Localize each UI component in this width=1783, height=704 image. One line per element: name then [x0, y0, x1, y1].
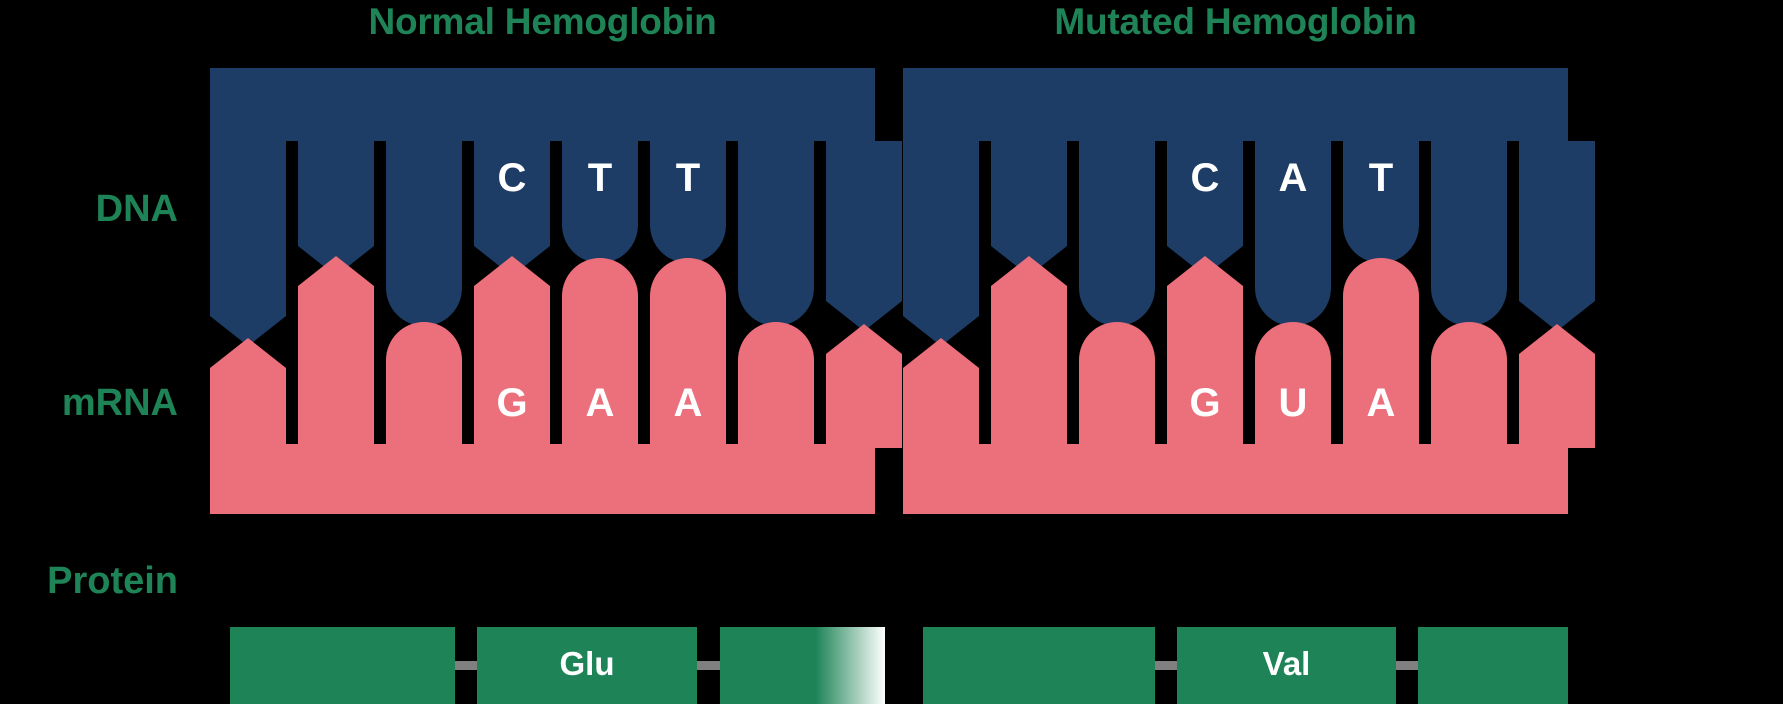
mrna-nucleotide-mutated-4 — [1255, 322, 1331, 448]
dna-nucleotide-normal-7 — [826, 141, 902, 331]
mrna-nucleotide-mutated-5 — [1343, 258, 1419, 448]
dna-nucleotide-mutated-7 — [1519, 141, 1595, 331]
panel-title-normal: Normal Hemoglobin — [368, 1, 717, 42]
row-label-mrna: mRNA — [61, 382, 178, 424]
amino-acid-box-normal-0 — [230, 627, 455, 704]
peptide-bond-mutated-0 — [1153, 661, 1179, 670]
mrna-nucleotide-normal-6 — [738, 322, 814, 448]
mrna-nucleotide-mutated-0 — [903, 338, 979, 448]
dna-nucleotide-mutated-0 — [903, 141, 979, 346]
mrna-backbone-normal — [210, 444, 875, 514]
mrna-backbone-mutated — [903, 444, 1568, 514]
mrna-nucleotide-mutated-6 — [1431, 322, 1507, 448]
amino-acid-val: Val — [1177, 627, 1396, 704]
mrna-nucleotide-normal-3 — [474, 256, 550, 448]
dna-nucleotide-mutated-4 — [1255, 141, 1331, 326]
peptide-bond-normal-0 — [455, 661, 480, 670]
dna-nucleotide-normal-1 — [298, 141, 374, 276]
mrna-nucleotide-normal-7 — [826, 324, 902, 448]
dna-nucleotide-mutated-1 — [991, 141, 1067, 276]
panel-title-mutated: Mutated Hemoglobin — [1054, 1, 1417, 42]
dna-nucleotide-mutated-6 — [1431, 141, 1507, 326]
dna-backbone-mutated — [903, 68, 1568, 141]
dna-nucleotide-normal-0 — [210, 141, 286, 346]
amino-acid-glu: Glu — [477, 627, 697, 704]
mrna-nucleotide-normal-0 — [210, 338, 286, 448]
row-label-dna: DNA — [95, 188, 178, 230]
dna-nucleotide-normal-4 — [562, 141, 638, 263]
amino-acid-box-mutated-2 — [1418, 627, 1568, 704]
mrna-nucleotide-mutated-3 — [1167, 256, 1243, 448]
dna-nucleotide-normal-2 — [386, 141, 462, 326]
mrna-nucleotide-normal-5 — [650, 258, 726, 448]
dna-nucleotide-normal-3 — [474, 141, 550, 276]
row-label-protein: Protein — [47, 560, 178, 602]
amino-acid-box-mutated-0 — [923, 627, 1155, 704]
dna-nucleotide-mutated-3 — [1167, 141, 1243, 276]
amino-acid-box-normal-2 — [720, 627, 885, 704]
protein-chain-mutated: Val — [903, 627, 1568, 704]
dna-nucleotide-mutated-5 — [1343, 141, 1419, 263]
mrna-nucleotide-mutated-1 — [991, 256, 1067, 448]
mrna-nucleotide-normal-2 — [386, 322, 462, 448]
dna-backbone-normal — [210, 68, 875, 141]
peptide-bond-mutated-1 — [1394, 661, 1420, 670]
mrna-nucleotide-normal-4 — [562, 258, 638, 448]
mrna-nucleotide-mutated-2 — [1079, 322, 1155, 448]
mrna-nucleotide-mutated-7 — [1519, 324, 1595, 448]
dna-nucleotide-mutated-2 — [1079, 141, 1155, 326]
dna-nucleotide-normal-6 — [738, 141, 814, 326]
dna-nucleotide-normal-5 — [650, 141, 726, 263]
mrna-nucleotide-normal-1 — [298, 256, 374, 448]
peptide-bond-normal-1 — [695, 661, 722, 670]
protein-chain-normal: Glu — [210, 627, 885, 704]
